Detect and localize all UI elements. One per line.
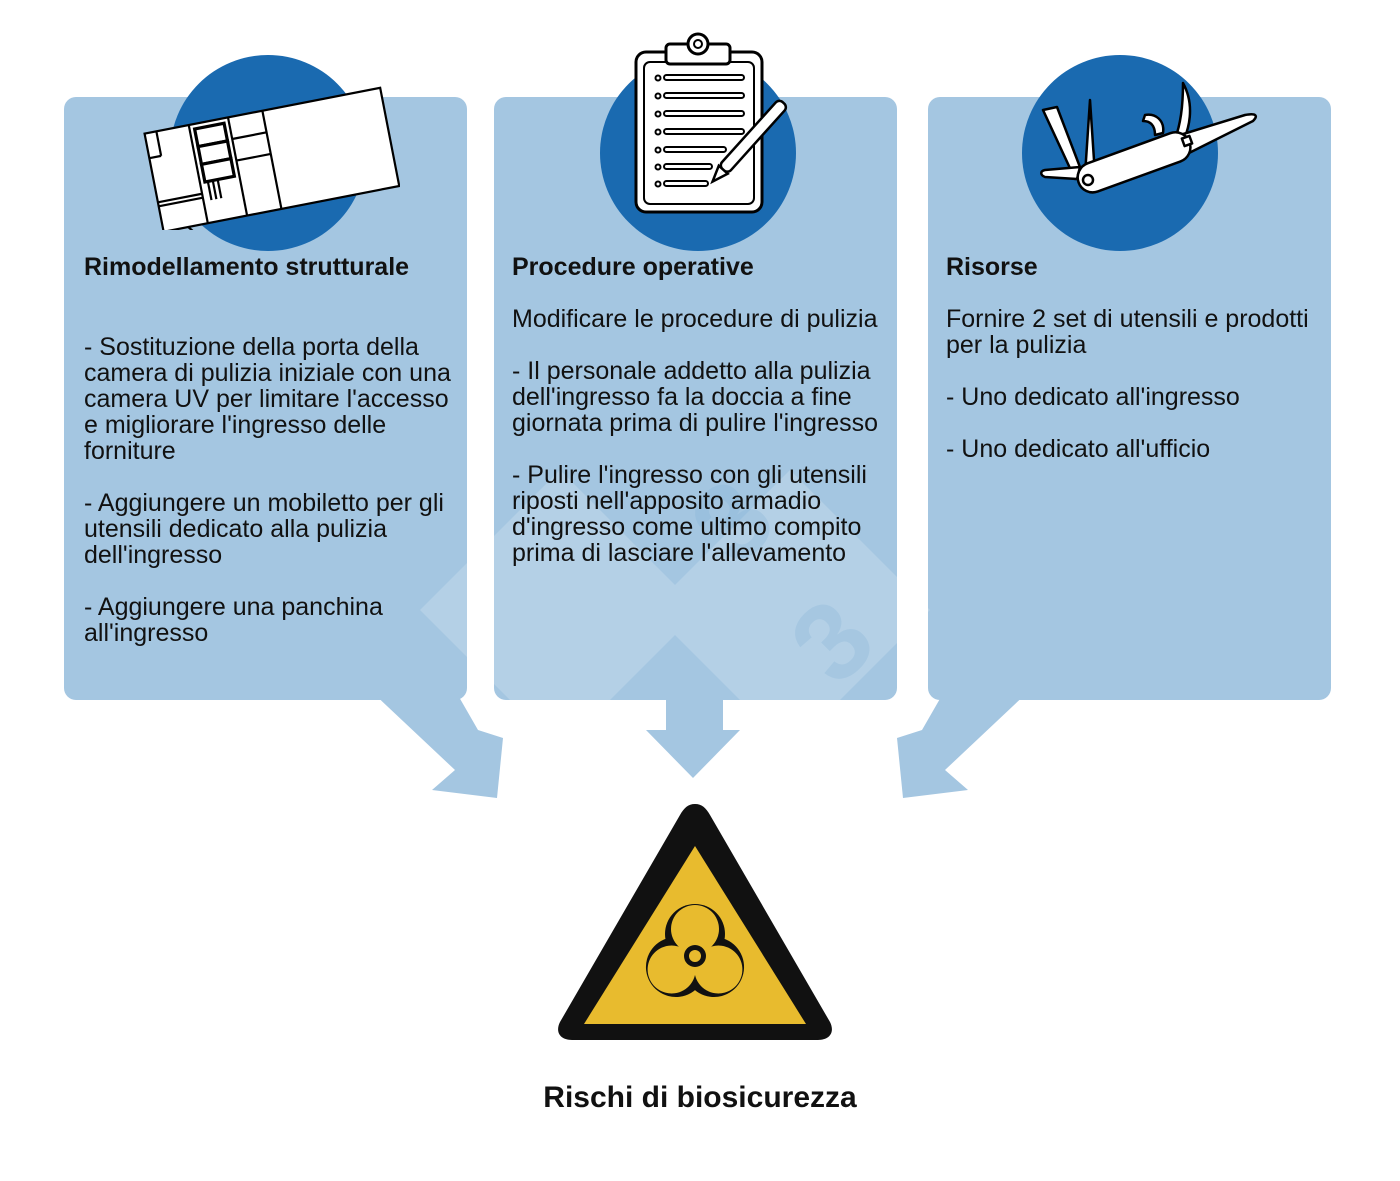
paragraph: - Aggiungere un mobiletto per gli utensi… xyxy=(84,489,444,569)
panel-body-structural-remodeling: - Sostituzione della porta della camera … xyxy=(84,334,454,672)
biohazard-warning-icon xyxy=(558,804,832,1040)
biosecurity-risks-label: Rischi di biosicurezza xyxy=(543,1081,857,1114)
paragraph: Modificare le procedure di pulizia xyxy=(512,305,878,333)
panel-title-structural-remodeling: Rimodellamento strutturale xyxy=(84,253,410,281)
paragraph: - Aggiungere una panchina all'ingresso xyxy=(84,593,383,647)
arrow-center-icon xyxy=(646,690,740,778)
paragraph: - Pulire l'ingresso con gli utensili rip… xyxy=(512,461,867,567)
paragraph: - Il personale addetto alla pulizia dell… xyxy=(512,357,879,437)
pocket-knife-icon xyxy=(1040,81,1257,194)
paragraph: - Uno dedicato all'ingresso xyxy=(946,383,1240,411)
arrow-right-icon xyxy=(897,690,1030,798)
arrow-left-icon xyxy=(370,690,503,798)
panel-title-resources: Risorse xyxy=(946,253,1038,281)
panel-body-operating-procedures: Modificare le procedure di pulizia - Il … xyxy=(512,306,887,592)
paragraph: - Sostituzione della porta della camera … xyxy=(84,333,451,465)
paragraph: - Uno dedicato all'ufficio xyxy=(946,435,1211,463)
panel-title-operating-procedures: Procedure operative xyxy=(512,253,754,281)
paragraph: Fornire 2 set di utensili e prodotti per… xyxy=(946,305,1309,359)
clipboard-checklist-icon xyxy=(634,32,788,214)
panel-body-resources: Fornire 2 set di utensili e prodotti per… xyxy=(946,306,1316,488)
floor-plan-icon xyxy=(143,86,400,230)
